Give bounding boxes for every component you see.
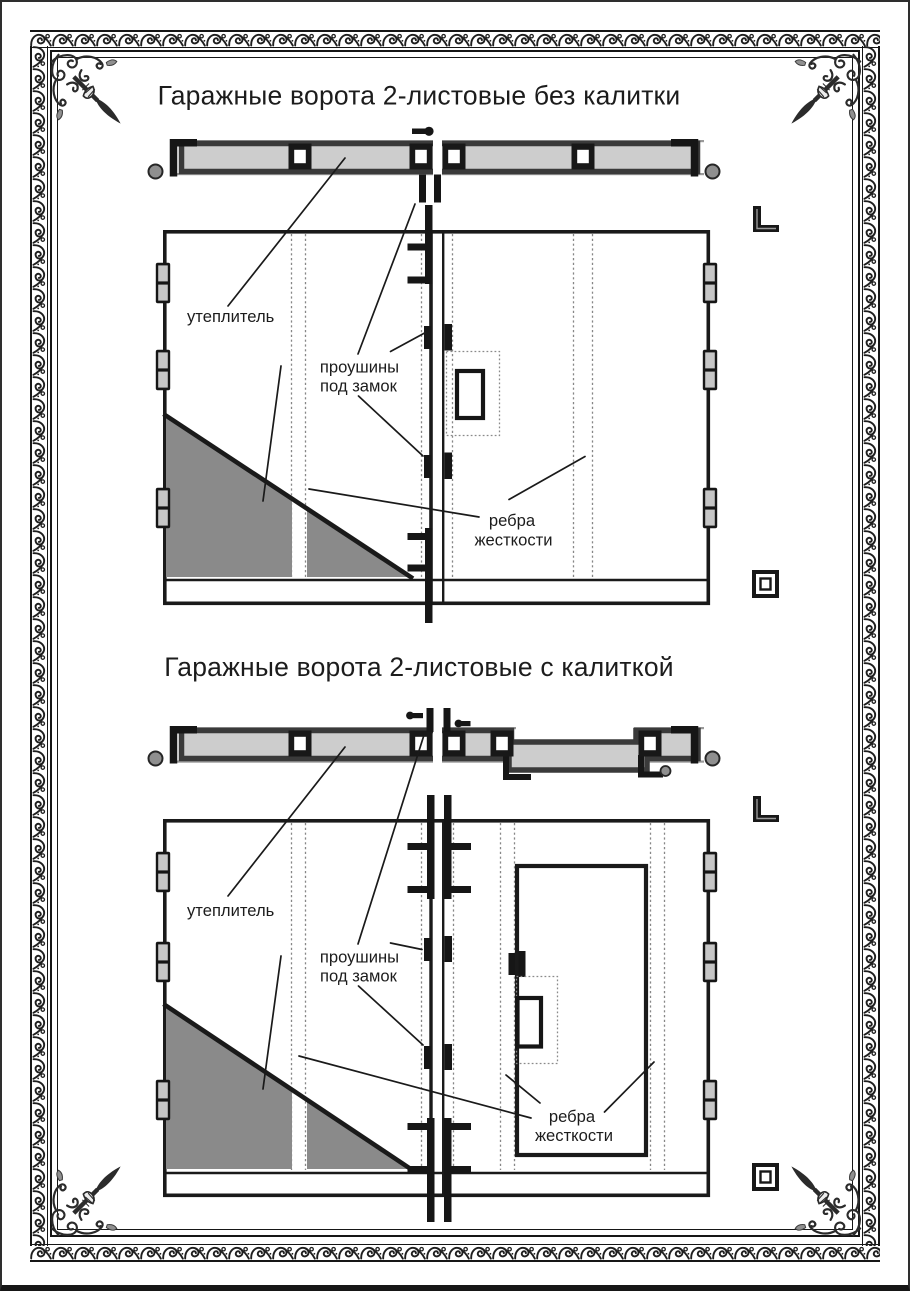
locking-rod-brackets-bottom [407, 1118, 471, 1222]
latch-pin [406, 711, 414, 720]
sheet-cut-edge [162, 412, 415, 581]
lock-lug-section [434, 174, 441, 203]
frame-angle-right [671, 726, 699, 764]
angle-profile-icon [753, 206, 779, 232]
hinge [155, 941, 171, 983]
lock-lugs [424, 936, 452, 1070]
locking-rod-brackets-top [407, 795, 471, 899]
leader-line [505, 1074, 541, 1104]
border-ornament-right [862, 46, 880, 1246]
wicket-frame-angle [503, 753, 531, 780]
leader-line [603, 1061, 655, 1113]
lock-lug-section [426, 708, 434, 732]
leader-line [389, 331, 427, 353]
hinge [702, 941, 718, 983]
leader-line [298, 1055, 532, 1119]
hinge [155, 851, 171, 893]
annotations-2: утеплитель проушины под замок ребра жест… [187, 734, 655, 1145]
label-ribs-1: ребра [489, 511, 536, 530]
label-ribs-2: жесткости [474, 531, 552, 550]
hinge [155, 1079, 171, 1121]
diagram-2: Гаражные ворота 2-листовые с калиткой [147, 652, 779, 1222]
square-tube-icon [442, 730, 466, 757]
square-tube-icon [752, 1163, 779, 1191]
label-lock-lugs-2: под замок [320, 967, 398, 986]
hinge-pivot [704, 750, 721, 767]
hinge-pivot [147, 750, 164, 767]
sheet-cut-edge [162, 1002, 415, 1173]
hinge [702, 1079, 718, 1121]
square-tube-icon [442, 143, 466, 170]
latch-pin [412, 128, 428, 134]
wicket-lock-lug [518, 951, 526, 977]
lock-lug-section [443, 708, 451, 732]
diagram-1: Гаражные ворота 2-листовые без калитки [147, 81, 779, 623]
square-tube-icon [571, 143, 595, 170]
wicket-lock-lug [508, 953, 515, 975]
lock-lugs [424, 324, 452, 479]
insulation-cutaway [166, 417, 292, 577]
square-tube-icon [288, 730, 312, 757]
leader-line [357, 985, 424, 1046]
square-tube-icon [490, 730, 514, 757]
hinge [702, 262, 718, 304]
hinge [702, 349, 718, 391]
hinge [702, 851, 718, 893]
insulation-cutaway [166, 1007, 292, 1169]
label-lock-lugs-1: проушины [320, 948, 399, 967]
square-tube-icon [288, 143, 312, 170]
cross-section-1 [147, 126, 721, 203]
border-ornament-left [30, 46, 48, 1246]
border-ornament-bottom [30, 1244, 880, 1262]
wicket-panel-section [506, 739, 650, 773]
lock-box [454, 368, 486, 421]
leader-line [508, 455, 586, 501]
label-ribs-2: жесткости [535, 1126, 613, 1145]
wicket-frame-angle [638, 755, 663, 778]
leader-line [227, 746, 346, 897]
hinge [155, 349, 171, 391]
frame-angle-left [169, 726, 197, 764]
leader-line [262, 955, 282, 1090]
border-ornament-top [30, 30, 880, 48]
square-tube-icon [752, 570, 779, 598]
lock-zone-outline [445, 350, 501, 437]
door-front-2 [155, 795, 718, 1222]
wicket-lock-box [515, 995, 544, 1049]
leader-line [357, 734, 425, 945]
label-lock-lugs-2: под замок [320, 377, 398, 396]
leader-line [262, 365, 282, 502]
square-tube-icon [638, 730, 662, 757]
frame-angle-right [671, 139, 699, 177]
lock-lug-section [419, 174, 426, 203]
latch-pin [454, 719, 463, 728]
label-ribs-1: ребра [549, 1107, 596, 1126]
annotations-1: утеплитель проушины под замок ребра жест… [187, 157, 586, 550]
leader-line [227, 157, 346, 307]
locking-rod-bracket-bottom [407, 528, 433, 623]
hinge-pivot [147, 163, 164, 180]
leader-line [357, 395, 424, 457]
leader-line [357, 203, 416, 355]
frame-angle-left [169, 139, 197, 177]
leader-line [389, 942, 423, 951]
square-tube-icon [409, 143, 433, 170]
hinge [155, 262, 171, 304]
locking-rod-bracket-top [407, 205, 433, 284]
wicket-hinge-pivot [659, 765, 672, 777]
label-lock-lugs-1: проушины [320, 358, 399, 377]
hinge-pivot [704, 163, 721, 180]
section-1-title: Гаражные ворота 2-листовые без калитки [158, 81, 681, 111]
cross-section-2 [147, 708, 721, 780]
angle-profile-icon [753, 796, 779, 822]
leader-line [308, 488, 480, 518]
door-front-1 [155, 205, 718, 623]
hinge [155, 487, 171, 529]
hinge [702, 487, 718, 529]
label-insulation: утеплитель [187, 901, 274, 920]
stiffening-rib-lines [290, 823, 666, 1170]
section-2-title: Гаражные ворота 2-листовые с калиткой [164, 652, 674, 682]
label-insulation: утеплитель [187, 307, 274, 326]
